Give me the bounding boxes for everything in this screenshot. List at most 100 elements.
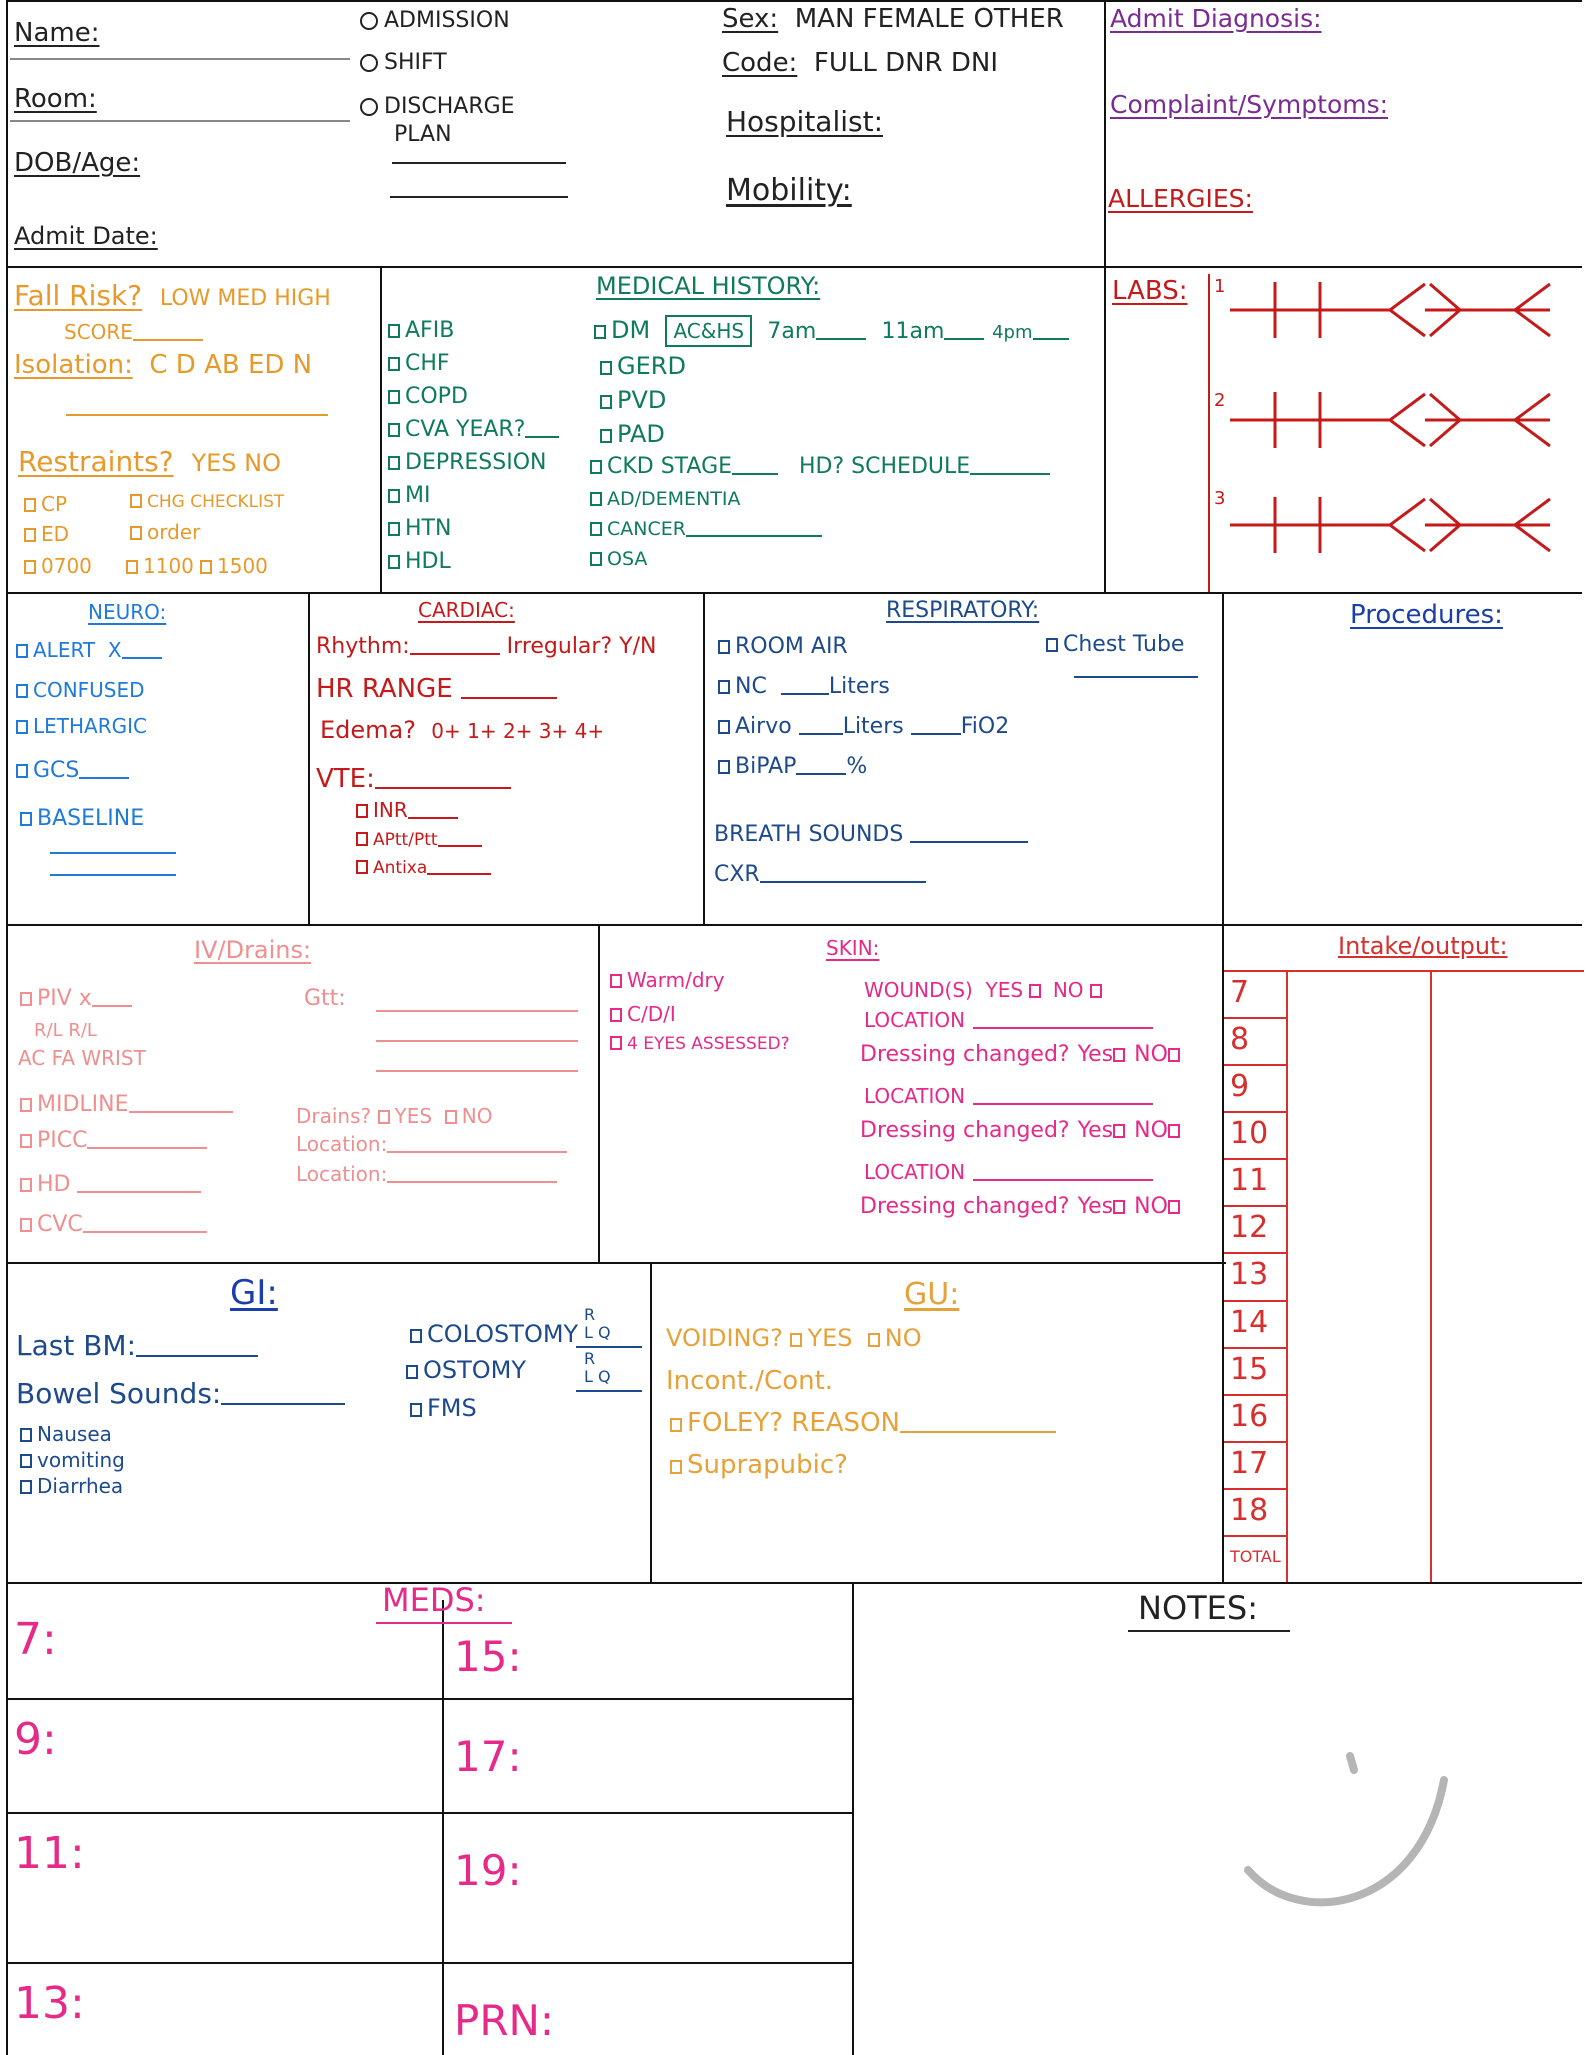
meds-time-right: PRN: <box>454 1996 555 2045</box>
foley-checkbox[interactable]: FOLEY? REASON <box>670 1410 1056 1436</box>
suprapubic-checkbox[interactable]: Suprapubic? <box>670 1452 848 1478</box>
rl-label: R/L R/L <box>34 1020 97 1041</box>
resp-divider <box>1222 592 1224 1582</box>
row-divider-5 <box>6 1582 1582 1584</box>
time-1500-checkbox[interactable]: 1500 <box>200 556 268 576</box>
cp-checkbox[interactable]: CP <box>24 494 67 514</box>
picc-checkbox[interactable]: PICC <box>20 1130 208 1152</box>
io-hour-label: 15 <box>1230 1351 1269 1387</box>
medhx-more-item[interactable]: OSA <box>590 550 647 569</box>
piv-checkbox[interactable]: PIV x <box>20 988 132 1010</box>
medhx-left-item[interactable]: CVA YEAR? <box>388 419 560 441</box>
medhx-right-item[interactable]: PVD <box>600 388 666 412</box>
chest-tube-checkbox[interactable]: Chest Tube <box>1046 634 1184 656</box>
discharge-option[interactable]: DISCHARGE <box>360 96 515 118</box>
respiratory-title: RESPIRATORY: <box>886 598 1040 623</box>
wounds-yes-checkbox[interactable] <box>1029 984 1042 998</box>
ckd-checkbox[interactable] <box>590 460 602 474</box>
airvo-checkbox[interactable]: Airvo Liters FiO2 <box>718 716 1009 738</box>
nc-checkbox[interactable]: NC Liters <box>718 676 890 698</box>
baseline-checkbox[interactable]: BASELINE <box>20 808 144 830</box>
time-1100-checkbox[interactable]: 1100 <box>126 556 194 576</box>
dressing-no-checkbox[interactable] <box>1167 1200 1180 1214</box>
plan-blank-1 <box>392 162 566 164</box>
medhx-left-item[interactable]: DEPRESSION <box>388 452 547 474</box>
header-right-divider <box>1104 0 1106 592</box>
rhythm-row: Rhythm: Irregular? Y/N <box>316 634 657 659</box>
bowel-sounds-row: Bowel Sounds: <box>16 1380 346 1408</box>
io-row-line <box>1224 1111 1286 1114</box>
procedures-title: Procedures: <box>1350 600 1503 630</box>
gi-divider <box>650 1262 652 1582</box>
medhx-right-item[interactable]: PAD <box>600 422 665 446</box>
medhx-left-item[interactable]: AFIB <box>388 320 454 342</box>
bipap-checkbox[interactable]: BiPAP% <box>718 756 867 778</box>
gcs-checkbox[interactable]: GCS <box>16 760 130 782</box>
hd-checkbox[interactable]: HD <box>20 1174 202 1196</box>
drains-yes-checkbox[interactable] <box>377 1110 390 1124</box>
dressing-yes-checkbox[interactable] <box>1113 1200 1126 1214</box>
complaint-label: Complaint/Symptoms: <box>1110 90 1389 119</box>
shift-option[interactable]: SHIFT <box>360 52 447 74</box>
medhx-left-item[interactable]: COPD <box>388 386 468 408</box>
last-bm-row: Last BM: <box>16 1332 259 1360</box>
io-row-line <box>1224 1299 1286 1302</box>
drains-no-checkbox[interactable] <box>444 1110 457 1124</box>
alert-checkbox[interactable]: ALERT X <box>16 640 162 660</box>
admission-option[interactable]: ADMISSION <box>360 10 510 32</box>
hr-range-row: HR RANGE <box>316 676 557 702</box>
meds-right-divider <box>852 1582 854 2055</box>
meds-time-right: 17: <box>454 1732 522 1781</box>
voiding-yes-checkbox[interactable] <box>790 1333 803 1347</box>
cvc-checkbox[interactable]: CVC <box>20 1214 207 1236</box>
io-hour-label: 9 <box>1230 1069 1250 1105</box>
dm-checkbox[interactable] <box>594 325 606 339</box>
midline-checkbox[interactable]: MIDLINE <box>20 1094 233 1116</box>
inr-checkbox[interactable]: INR <box>356 800 458 820</box>
medhx-left-item[interactable]: CHF <box>388 353 450 375</box>
vomiting-checkbox[interactable]: vomiting <box>20 1450 125 1470</box>
meds-title: MEDS: <box>382 1581 486 1619</box>
cdi-checkbox[interactable]: C/D/I <box>610 1004 676 1024</box>
allergies-label: ALLERGIES: <box>1108 184 1253 213</box>
io-row-line <box>1224 1393 1286 1396</box>
chg-checkbox[interactable]: CHG CHECKLIST <box>130 494 284 511</box>
medhx-more-item[interactable]: CANCER <box>590 520 822 539</box>
dressing-no-checkbox[interactable] <box>1167 1048 1180 1062</box>
lethargic-checkbox[interactable]: LETHARGIC <box>16 716 147 736</box>
dob-age-label: DOB/Age: <box>14 148 141 178</box>
neuro-divider <box>308 592 310 924</box>
row-divider-2 <box>6 592 1582 594</box>
confused-checkbox[interactable]: CONFUSED <box>16 680 145 700</box>
fms-checkbox[interactable]: FMS <box>410 1396 477 1420</box>
room-air-checkbox[interactable]: ROOM AIR <box>718 636 848 658</box>
dressing-yes-checkbox[interactable] <box>1113 1048 1126 1062</box>
aptt-checkbox[interactable]: APtt/Ptt <box>356 832 482 849</box>
warm-dry-checkbox[interactable]: Warm/dry <box>610 970 725 990</box>
code-row: Code: FULL DNR DNI <box>722 48 999 78</box>
medhx-left-item[interactable]: MI <box>388 485 430 507</box>
diarrhea-checkbox[interactable]: Diarrhea <box>20 1476 123 1496</box>
medhx-left-item[interactable]: HTN <box>388 518 451 540</box>
dressing-yes-checkbox[interactable] <box>1113 1124 1126 1138</box>
time-0700-checkbox[interactable]: 0700 <box>24 556 92 576</box>
meds-row-2 <box>6 1812 852 1814</box>
medhx-left-item[interactable]: HDL <box>388 551 451 573</box>
row-divider-1 <box>6 266 1582 268</box>
dressing-no-checkbox[interactable] <box>1167 1124 1180 1138</box>
antixa-checkbox[interactable]: Antixa <box>356 860 492 877</box>
medhx-right-item[interactable]: GERD <box>600 354 686 378</box>
voiding-no-checkbox[interactable] <box>867 1333 880 1347</box>
meds-middle-divider <box>442 1600 444 2055</box>
edema-row: Edema? 0+ 1+ 2+ 3+ 4+ <box>320 716 605 744</box>
wounds-no-checkbox[interactable] <box>1089 984 1102 998</box>
nausea-checkbox[interactable]: Nausea <box>20 1424 112 1444</box>
breath-sounds-row: BREATH SOUNDS <box>714 824 1029 846</box>
ostomy-checkbox[interactable]: OSTOMY <box>406 1358 526 1382</box>
ed-checkbox[interactable]: ED <box>24 524 69 544</box>
colostomy-checkbox[interactable]: COLOSTOMY <box>410 1322 578 1346</box>
four-eyes-checkbox[interactable]: 4 EYES ASSESSED? <box>610 1036 790 1053</box>
order-checkbox[interactable]: order <box>130 522 200 542</box>
medhx-more-item[interactable]: AD/DEMENTIA <box>590 490 740 509</box>
